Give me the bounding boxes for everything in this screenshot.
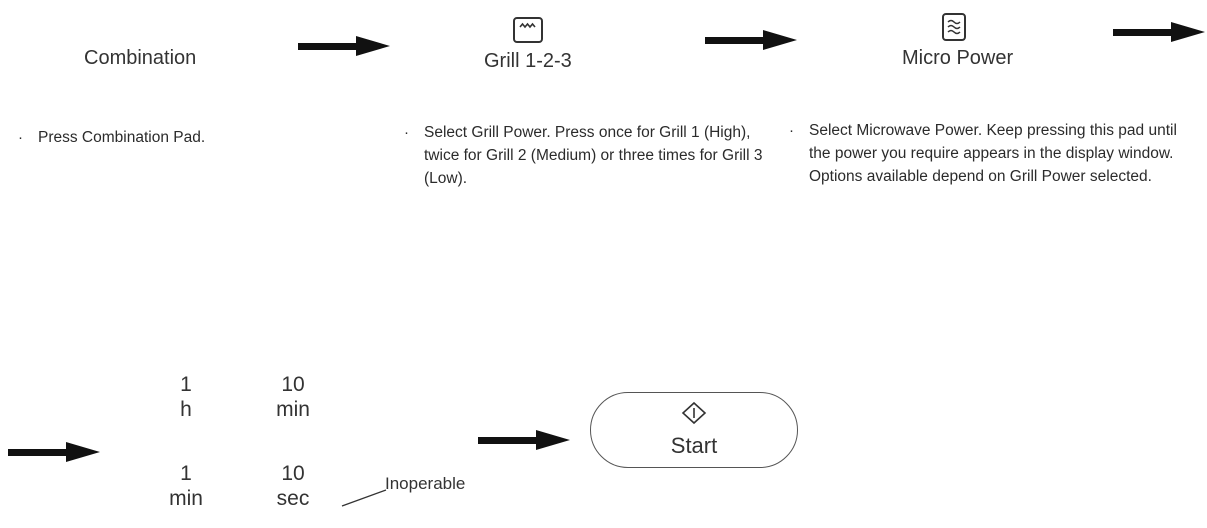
instruction-micro-power: · Select Microwave Power. Keep pressing …: [789, 119, 1179, 188]
inoperable-pointer-line: [340, 486, 390, 515]
grill-pad-label[interactable]: Grill 1-2-3: [484, 50, 572, 72]
combination-pad-label[interactable]: Combination: [84, 47, 197, 69]
grill-icon[interactable]: [513, 17, 543, 43]
arrow-right-icon: [8, 440, 100, 464]
bullet-dot: ·: [789, 122, 794, 139]
ten-minute-pad[interactable]: 10 min: [262, 372, 324, 422]
start-button-label: Start: [670, 433, 718, 458]
minute-pad-unit: min: [169, 487, 203, 510]
minute-pad[interactable]: 1 min: [158, 461, 214, 511]
instruction-text: Press Combination Pad.: [38, 129, 206, 146]
ten-minute-pad-unit: min: [276, 398, 310, 421]
arrow-right-icon: [298, 34, 390, 58]
ten-second-pad-unit: sec: [276, 487, 310, 510]
start-diamond-icon: [681, 401, 707, 430]
ten-minute-pad-value: 10: [281, 373, 305, 396]
instruction-text: Select Grill Power. Press once for Grill…: [424, 124, 763, 187]
instruction-grill: · Select Grill Power. Press once for Gri…: [404, 121, 764, 190]
instruction-text: Select Microwave Power. Keep pressing th…: [809, 122, 1177, 185]
ten-second-pad-value: 10: [281, 462, 305, 485]
bullet-dot: ·: [18, 129, 23, 146]
bullet-dot: ·: [404, 124, 409, 141]
hour-pad-unit: h: [180, 398, 192, 421]
start-button[interactable]: Start: [590, 392, 798, 468]
ten-second-pad[interactable]: 10 sec: [264, 461, 322, 511]
microwave-icon[interactable]: [942, 13, 966, 41]
hour-pad-value: 1: [180, 373, 192, 396]
arrow-right-icon: [1113, 20, 1205, 44]
arrow-right-icon: [705, 28, 797, 52]
inoperable-label: Inoperable: [385, 474, 466, 493]
micro-power-pad-label[interactable]: Micro Power: [902, 47, 1014, 69]
arrow-right-icon: [478, 428, 570, 452]
instruction-combination: · Press Combination Pad.: [18, 126, 338, 149]
hour-pad[interactable]: 1 h: [160, 372, 212, 422]
minute-pad-value: 1: [180, 462, 192, 485]
